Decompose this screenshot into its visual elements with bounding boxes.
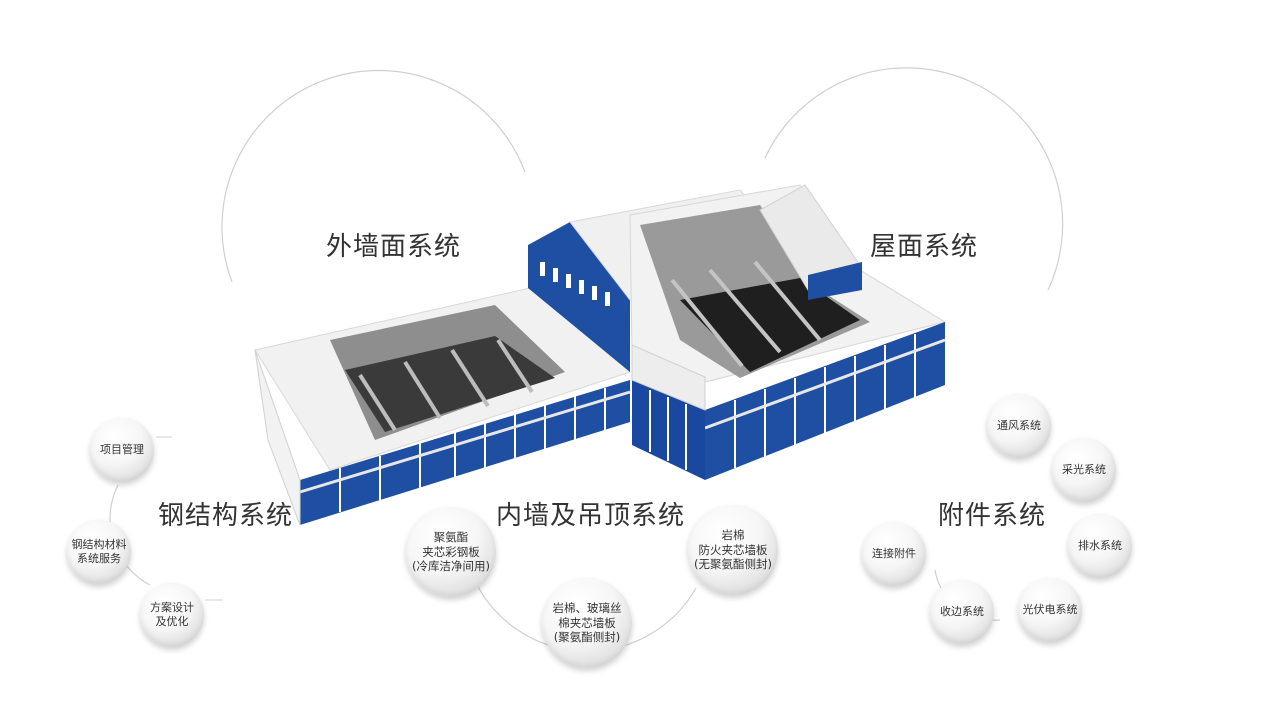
left-wing-purlins [358,338,534,432]
ventilation-bubble[interactable]: 通风系统 [987,394,1051,458]
roof-system-label: 屋面系统 [870,232,979,262]
drainage-bubble[interactable]: 排水系统 [1068,514,1132,578]
tall-hall-windows [540,262,610,306]
rockwool-glasswool-panel-text: 岩棉、玻璃丝 棉夹芯墙板 (聚氨酯侧封) [552,601,622,645]
accessory-system-label: 附件系统 [938,501,1047,531]
project-management-text: 项目管理 [100,443,144,457]
daylighting-text: 采光系统 [1062,463,1106,477]
right-block-floor [680,278,860,372]
interior-wall-ceiling-system-label: 内墙及吊顶系统 [496,501,686,531]
left-wing-wall-stripes [339,388,606,512]
rockwool-glasswool-panel-bubble[interactable]: 岩棉、玻璃丝 棉夹芯墙板 (聚氨酯侧封) [542,578,632,668]
flashing-text: 收边系统 [940,605,984,619]
right-block-band [704,338,946,430]
right-block-purlins [670,260,822,368]
left-wing-band [299,390,631,494]
flashing-bubble[interactable]: 收边系统 [930,580,994,644]
exterior-wall-system-label: 外墙面系统 [326,232,462,262]
tall-hall-gable [528,222,630,372]
left-wing-end-wall [254,349,301,526]
steel-structure-system-label: 钢结构系统 [158,501,294,531]
roof-arc [764,67,1064,291]
photovoltaic-bubble[interactable]: 光伏电系统 [1018,578,1082,642]
drainage-text: 排水系统 [1078,539,1122,553]
design-optimization-text: 方案设计 及优化 [150,601,194,628]
exterior-wall-arc [221,69,526,283]
rockwool-fire-panel-bubble[interactable]: 岩棉 防火夹芯墙板 (无聚氨酯侧封) [688,505,778,595]
connector-text: 连接附件 [872,547,916,561]
daylighting-bubble[interactable]: 采光系统 [1052,438,1116,502]
photovoltaic-text: 光伏电系统 [1022,603,1078,617]
design-optimization-bubble[interactable]: 方案设计 及优化 [140,583,204,647]
steel-material-service-text: 钢结构材料 系统服务 [71,538,127,565]
rockwool-fire-panel-text: 岩棉 防火夹芯墙板 (无聚氨酯侧封) [694,528,772,572]
right-block-end-stripes [649,390,687,470]
right-block-blue-strip [808,262,862,300]
connector-bubble[interactable]: 连接附件 [862,522,926,586]
pu-sandwich-panel-bubble[interactable]: 聚氨酯 夹芯彩钢板 (冷库洁净间用) [406,507,496,597]
project-management-bubble[interactable]: 项目管理 [90,418,154,482]
steel-material-service-bubble[interactable]: 钢结构材料 系统服务 [67,520,131,584]
right-block-end-wall-top [631,344,706,411]
ventilation-text: 通风系统 [997,419,1041,433]
pu-sandwich-panel-text: 聚氨酯 夹芯彩钢板 (冷库洁净间用) [412,530,490,574]
right-block-wall-stripes [734,334,916,468]
left-wing-floor [345,336,555,432]
